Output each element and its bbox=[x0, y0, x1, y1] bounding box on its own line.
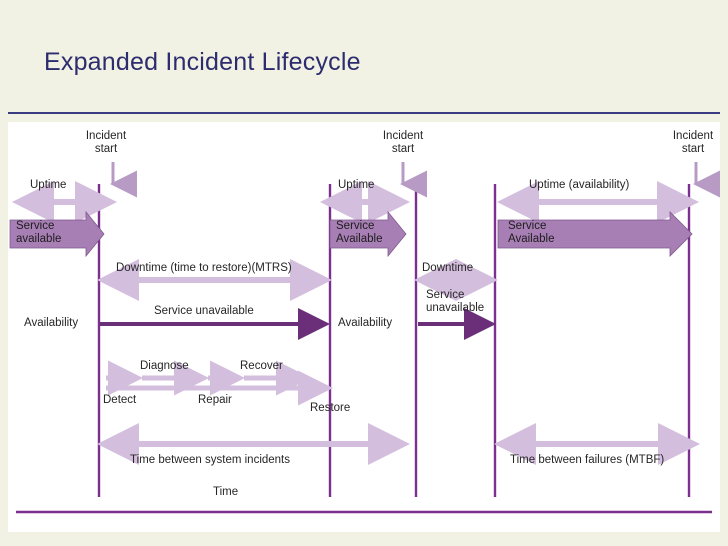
diagram-graphics bbox=[9, 162, 720, 514]
service-available-label-2-line1: Service bbox=[336, 220, 375, 232]
time-between-system-incidents-label: Time between system incidents bbox=[130, 454, 291, 466]
service-available-label-1-line2: available bbox=[16, 233, 62, 245]
page-title: Expanded Incident Lifecycle bbox=[44, 48, 361, 76]
service-available-label-1: Service available bbox=[16, 220, 61, 246]
incident-start-label-3: Incident start bbox=[653, 130, 720, 156]
incident-start-label-2-line1: Incident bbox=[382, 130, 424, 142]
service-unavailable-label-2-line1: Service bbox=[426, 289, 465, 301]
recover-label: Recover bbox=[240, 360, 283, 372]
uptime-label-2: Uptime bbox=[338, 179, 375, 191]
incident-start-label-1: Incident start bbox=[66, 130, 146, 156]
time-between-failures-label: Time between failures (MTBF) bbox=[510, 454, 665, 466]
title-divider bbox=[8, 112, 720, 114]
service-unavailable-label-2-line2: unavailable bbox=[426, 302, 485, 314]
incident-start-label-2: Incident start bbox=[363, 130, 443, 156]
availability-label-2: Availability bbox=[338, 317, 393, 329]
incident-lifecycle-diagram: Incident start Incident start Incident s… bbox=[8, 122, 720, 532]
service-unavailable-label-2: Service unavailable bbox=[426, 289, 484, 315]
incident-start-label-3-line1: Incident bbox=[672, 130, 714, 142]
service-available-label-2: Service Available bbox=[336, 220, 382, 246]
incident-start-label-1-line1: Incident bbox=[85, 130, 127, 142]
incident-start-arrows bbox=[110, 162, 720, 198]
service-available-label-3-line1: Service bbox=[508, 220, 547, 232]
incident-start-label-2-line2: start bbox=[391, 143, 415, 155]
service-available-label-3: Service Available bbox=[508, 220, 554, 246]
service-unavailable-label-1: Service unavailable bbox=[154, 305, 254, 317]
downtime-label-1: Downtime (time to restore)(MTRS) bbox=[116, 262, 292, 274]
repair-label: Repair bbox=[198, 394, 232, 406]
restore-label: Restore bbox=[310, 402, 351, 414]
uptime-label-1: Uptime bbox=[30, 179, 67, 191]
uptime-label-3: Uptime (availability) bbox=[529, 179, 630, 191]
incident-start-label-1-line2: start bbox=[94, 143, 118, 155]
detect-label: Detect bbox=[103, 394, 137, 406]
downtime-label-2: Downtime bbox=[422, 262, 474, 274]
diagnose-label: Diagnose bbox=[140, 360, 189, 372]
service-available-label-3-line2: Available bbox=[508, 233, 555, 245]
incident-start-label-3-line2: start bbox=[681, 143, 705, 155]
restore-stage-arrows bbox=[106, 360, 333, 406]
service-available-label-2-line2: Available bbox=[336, 233, 383, 245]
service-available-label-1-line1: Service bbox=[16, 220, 55, 232]
service-available-blocks bbox=[9, 210, 693, 258]
time-axis-label: Time bbox=[213, 486, 239, 498]
availability-label-1: Availability bbox=[24, 317, 79, 329]
